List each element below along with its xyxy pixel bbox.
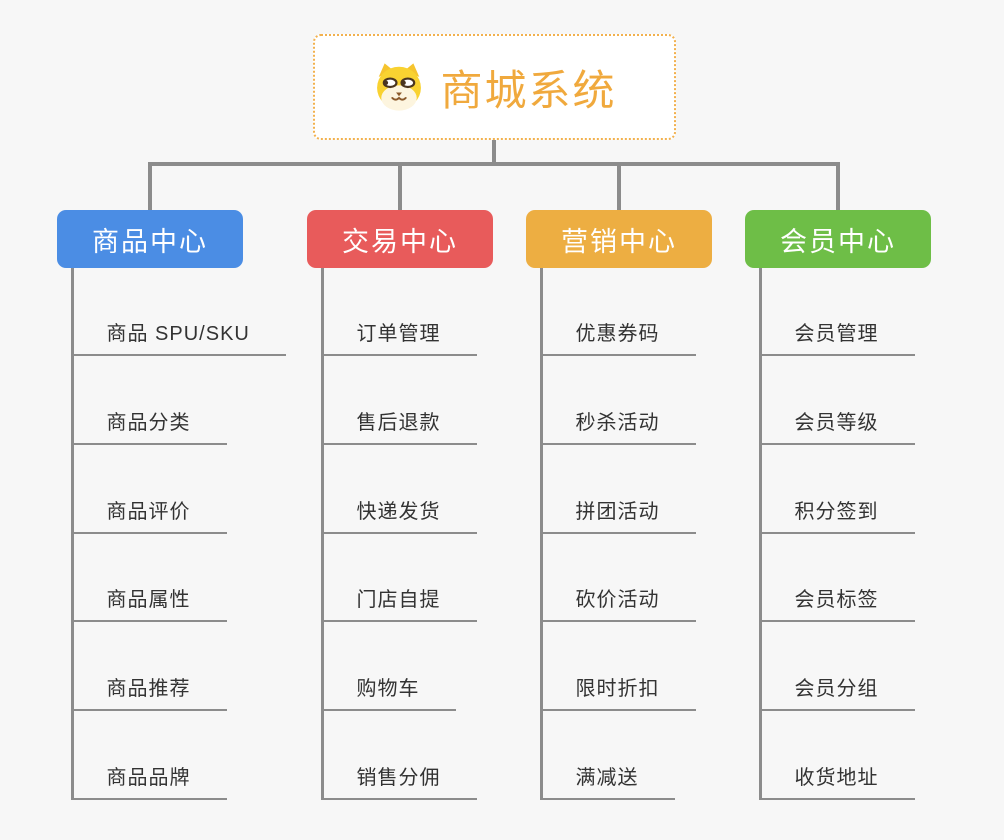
connector-line (617, 162, 621, 210)
connector-line (492, 140, 496, 166)
leaf-node[interactable]: 会员分组 (760, 675, 915, 712)
leaf-node[interactable]: 限时折扣 (541, 675, 696, 712)
branch-label: 营销中心 (561, 226, 677, 257)
leaf-node[interactable]: 商品评价 (72, 498, 227, 534)
leaf-node[interactable]: 会员等级 (760, 409, 915, 445)
leaf-node[interactable]: 会员管理 (760, 320, 915, 356)
branch-node[interactable]: 商品中心 (57, 210, 243, 268)
leaf-node[interactable]: 秒杀活动 (541, 409, 696, 445)
connector-line (398, 162, 402, 210)
connector-line (759, 268, 762, 800)
leaf-node[interactable]: 砍价活动 (541, 586, 696, 623)
connector-line (836, 162, 840, 210)
connector-line (71, 268, 74, 800)
leaf-node[interactable]: 优惠券码 (541, 320, 696, 356)
branch-label: 商品中心 (92, 226, 208, 257)
leaf-node[interactable]: 会员标签 (760, 586, 915, 623)
leaf-node[interactable]: 订单管理 (322, 320, 477, 356)
leaf-node[interactable]: 拼团活动 (541, 498, 696, 534)
branch-node[interactable]: 交易中心 (307, 210, 493, 268)
leaf-node[interactable]: 销售分佣 (322, 764, 477, 800)
leaf-node[interactable]: 商品品牌 (72, 764, 227, 800)
root-label: 商城系统 (440, 66, 617, 114)
branch-label: 会员中心 (780, 226, 896, 257)
leaf-node[interactable]: 商品推荐 (72, 675, 227, 712)
connector-line (148, 162, 152, 210)
connector-line (540, 268, 543, 800)
leaf-node[interactable]: 商品 SPU/SKU (72, 320, 286, 356)
leaf-node[interactable]: 满减送 (541, 764, 675, 800)
connector-line (321, 268, 324, 800)
leaf-node[interactable]: 购物车 (322, 675, 456, 712)
leaf-node[interactable]: 售后退款 (322, 409, 477, 445)
leaf-node[interactable]: 商品属性 (72, 586, 227, 623)
connector-line (148, 162, 840, 166)
branch-node[interactable]: 会员中心 (745, 210, 931, 268)
leaf-node[interactable]: 门店自提 (322, 586, 477, 623)
leaf-node[interactable]: 快递发货 (322, 498, 477, 534)
leaf-node[interactable]: 积分签到 (760, 498, 915, 534)
root-node[interactable]: 商城系统 (313, 34, 676, 140)
branch-node[interactable]: 营销中心 (526, 210, 712, 268)
leaf-node[interactable]: 收货地址 (760, 764, 915, 800)
branch-label: 交易中心 (342, 226, 458, 257)
leaf-node[interactable]: 商品分类 (72, 409, 227, 445)
dog-face-icon (372, 61, 426, 113)
